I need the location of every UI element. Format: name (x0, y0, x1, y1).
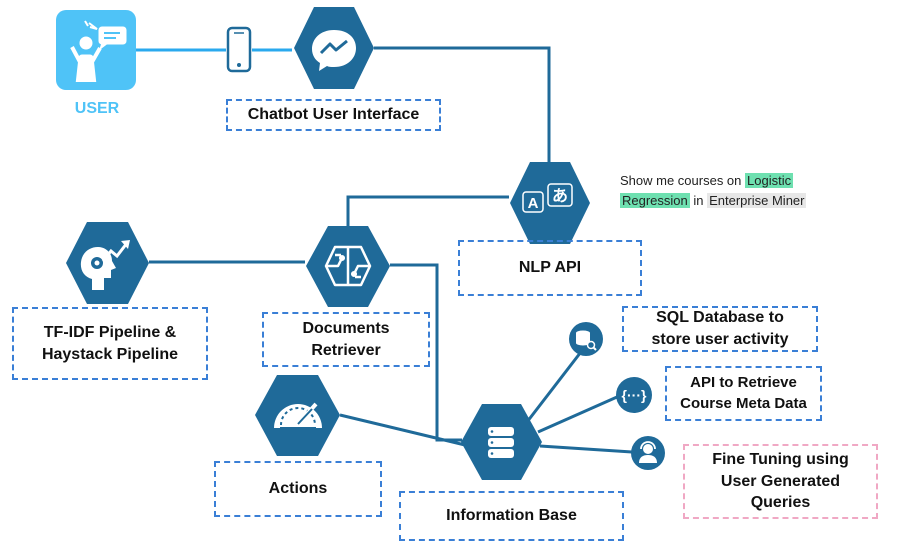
api-label: API to Retrieve Course Meta Data (665, 366, 822, 421)
actions-node[interactable] (255, 375, 340, 456)
sql-label: SQL Database to store user activity (622, 306, 818, 352)
api-label-text: API to Retrieve Course Meta Data (680, 374, 807, 412)
user-label: USER (74, 100, 120, 117)
query-highlight-enterprise-miner: Enterprise Miner (707, 193, 807, 209)
translate-icon: A あ (522, 183, 573, 213)
support-agent-icon (639, 441, 657, 463)
sql-label-text: SQL Database to store user activity (651, 309, 789, 348)
query-part1: Show me courses on (620, 173, 746, 188)
svg-text:A: A (528, 195, 539, 212)
nlp-node[interactable]: A あ (510, 162, 590, 244)
gauge-icon (274, 402, 322, 429)
database-icon (488, 427, 514, 458)
messenger-icon (312, 30, 356, 71)
finetune-label: Fine Tuning using User Generated Queries (683, 444, 878, 519)
sample-query: Show me courses on Logistic Regression i… (620, 171, 860, 211)
chatbot-label: Chatbot User Interface (226, 99, 441, 131)
sql-node[interactable] (569, 322, 603, 356)
neural-network-icon (324, 245, 372, 287)
infobase-to-api-line (537, 395, 618, 434)
actions-to-infobase-line (339, 413, 466, 447)
nlp-label: NLP API (458, 240, 642, 296)
pipeline-label-text: TF-IDF Pipeline & Haystack Pipeline (41, 323, 179, 363)
connectors (136, 46, 633, 454)
query-highlight-logistic: Logistic (745, 173, 794, 188)
nlp-to-retriever-line (346, 195, 509, 229)
head-gear-trend-icon (80, 240, 130, 290)
query-part2: in (689, 193, 708, 209)
user-node[interactable] (56, 10, 136, 90)
info-base-label: Information Base (399, 491, 624, 541)
pipeline-node[interactable] (66, 222, 149, 304)
database-search-icon (576, 330, 597, 351)
chatbot-node[interactable] (294, 7, 374, 89)
api-circle (616, 377, 652, 413)
chatbot-to-nlp-line (374, 46, 551, 166)
finetune-node[interactable] (631, 436, 665, 470)
curly-braces-icon: {···} (622, 387, 647, 403)
infobase-to-finetune-line (539, 444, 633, 454)
finetune-label-text: Fine Tuning using User Generated Queries (712, 451, 849, 512)
actions-label: Actions (214, 461, 382, 517)
retriever-node[interactable] (306, 226, 390, 307)
smartphone-icon (226, 26, 252, 73)
user-tile (56, 10, 136, 90)
svg-text:あ: あ (552, 187, 568, 205)
info-base-node[interactable] (461, 404, 542, 480)
person-waving-with-speech-bubble-icon (70, 20, 127, 82)
query-highlight-regression: Regression (620, 193, 690, 209)
nlp-hexagon (510, 162, 590, 244)
infobase-to-sql-line (525, 347, 586, 423)
retriever-label: Documents Retriever (262, 312, 430, 367)
pipeline-label: TF-IDF Pipeline & Haystack Pipeline (12, 307, 208, 380)
api-node[interactable]: {···} (616, 377, 652, 413)
retriever-label-text: Documents Retriever (302, 319, 390, 359)
